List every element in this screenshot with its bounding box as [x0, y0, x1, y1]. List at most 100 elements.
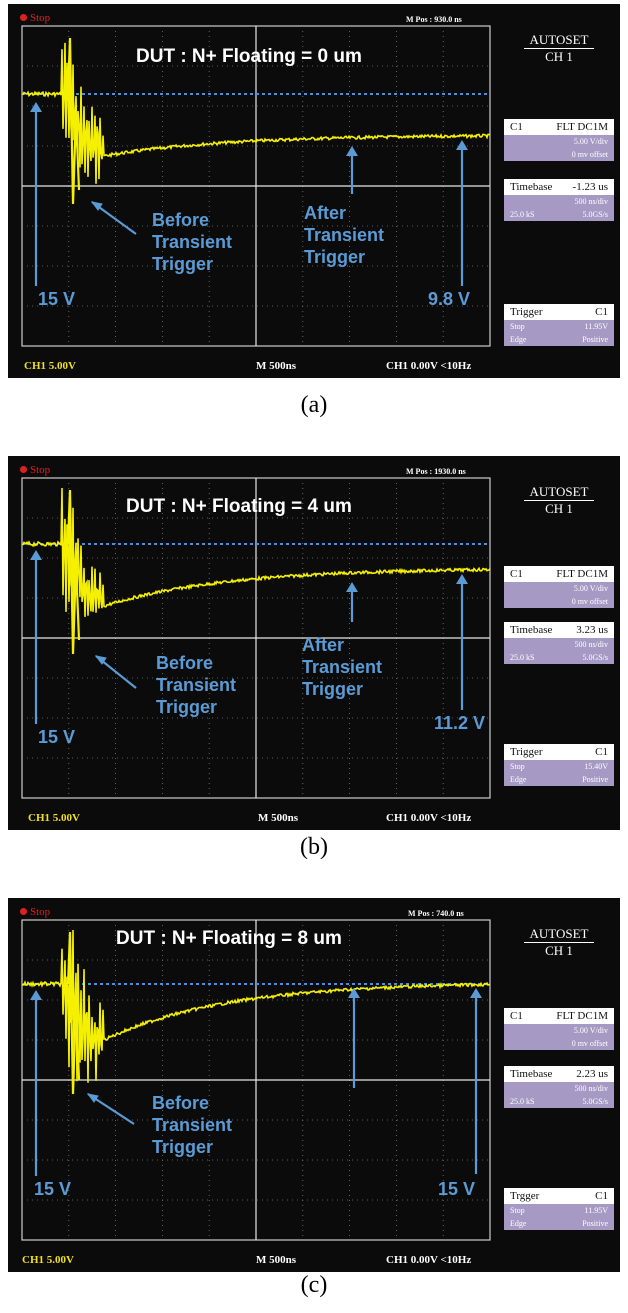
ch-vdiv: 5.00 V/div — [573, 1026, 608, 1035]
label-after-trigger: After Transient Trigger — [304, 203, 385, 267]
trigger-slope: Positive — [582, 775, 608, 784]
time-scale: M 500ns — [256, 360, 297, 372]
panel-title: DUT : N+ Floating = 4 um — [126, 496, 352, 517]
trigger-type: Edge — [510, 335, 527, 344]
label-start-voltage: 15 V — [38, 727, 76, 747]
arrow-head-icon — [30, 550, 42, 560]
channel-label: CH 1 — [545, 49, 573, 64]
label-after-trigger: After Transient Trigger — [302, 635, 383, 699]
stop-status: Stop — [20, 906, 50, 918]
panel-title: DUT : N+ Floating = 8 um — [116, 928, 342, 949]
time-scale: M 500ns — [256, 1254, 297, 1266]
ch-offset: 0 mv offset — [571, 597, 608, 606]
trigger-type: Edge — [510, 1219, 527, 1228]
trigger-box[interactable]: Trigger C1 Stop 15.40V Edge Positive — [504, 744, 614, 786]
timebase-samples: 25.0 kS — [510, 1097, 535, 1106]
autoset-label: AUTOSET — [523, 926, 595, 943]
ch1-scale: CH1 5.00V — [28, 812, 80, 824]
stop-indicator-icon — [20, 466, 27, 473]
timebase-value: 2.23 us — [576, 1068, 608, 1080]
transient-spike — [66, 37, 81, 205]
transient-spike — [66, 489, 81, 655]
status-text: Stop — [30, 906, 51, 918]
ch-name: C1 — [510, 1010, 523, 1022]
trigger-slope: Positive — [582, 335, 608, 344]
ch-mode: FLT DC1M — [556, 1010, 608, 1022]
channel-box[interactable]: C1 FLT DC1M 5.00 V/div 0 mv offset — [504, 1008, 614, 1050]
trigger-src: C1 — [595, 746, 608, 758]
arrow-head-icon — [86, 1093, 99, 1103]
m-pos-readout: M Pos : 1930.0 ns — [406, 467, 466, 476]
label-before-trigger: Before Transient Trigger — [152, 1093, 233, 1157]
timebase-rate: 5.0GS/s — [582, 1097, 608, 1106]
arrow-head-icon — [346, 582, 358, 592]
ch-name: C1 — [510, 568, 523, 580]
trigger-label: Trgger — [510, 1190, 540, 1202]
caption-c: (c) — [300, 1272, 328, 1298]
autoset-label: AUTOSET — [523, 484, 595, 501]
label-start-voltage: 15 V — [38, 289, 76, 309]
trigger-readout: CH1 0.00V <10Hz — [386, 1254, 472, 1266]
arrow-head-icon — [30, 990, 42, 1000]
timebase-rate: 5.0GS/s — [582, 210, 608, 219]
timebase-value: -1.23 us — [572, 181, 608, 193]
arrow-head-icon — [94, 655, 107, 665]
trigger-level: 11.95V — [584, 322, 608, 331]
trigger-label: Trigger — [510, 746, 543, 758]
ch-mode: FLT DC1M — [556, 121, 608, 133]
arrow-head-icon — [348, 988, 360, 998]
trigger-src: C1 — [595, 306, 608, 318]
transient-spike — [66, 931, 81, 1095]
ch-vdiv: 5.00 V/div — [573, 137, 608, 146]
stop-status: Stop — [20, 464, 50, 476]
ch-mode: FLT DC1M — [556, 568, 608, 580]
scope-svg-c — [21, 919, 491, 1241]
waveform-trace — [21, 487, 491, 617]
trigger-readout: CH1 0.00V <10Hz — [386, 360, 472, 372]
scope-svg-b — [21, 477, 491, 799]
trigger-level: 15.40V — [584, 762, 608, 771]
trigger-state: Stop — [510, 1206, 525, 1215]
label-before-trigger: Before Transient Trigger — [156, 653, 237, 717]
scope-panel-a: Stop M Pos : 930.0 ns DUT : N+ Floating … — [8, 4, 620, 378]
scope-panel-c: Stop M Pos : 740.0 ns DUT : N+ Floating … — [8, 898, 620, 1272]
timebase-div: 500 ns/div — [574, 1084, 608, 1093]
ch-offset: 0 mv offset — [571, 1039, 608, 1048]
timebase-rate: 5.0GS/s — [582, 653, 608, 662]
timebase-samples: 25.0 kS — [510, 653, 535, 662]
ch-name: C1 — [510, 121, 523, 133]
caption-b: (b) — [300, 834, 328, 860]
trigger-level: 11.95V — [584, 1206, 608, 1215]
stop-indicator-icon — [20, 908, 27, 915]
trigger-type: Edge — [510, 775, 527, 784]
ch-offset: 0 mv offset — [571, 150, 608, 159]
channel-label: CH 1 — [545, 943, 573, 958]
status-text: Stop — [30, 464, 51, 476]
channel-box[interactable]: C1 FLT DC1M 5.00 V/div 0 mv offset — [504, 119, 614, 161]
label-end-voltage: 15 V — [438, 1179, 476, 1199]
stop-indicator-icon — [20, 14, 27, 21]
time-scale: M 500ns — [258, 812, 299, 824]
arrow-head-icon — [456, 574, 468, 584]
trigger-state: Stop — [510, 762, 525, 771]
timebase-value: 3.23 us — [576, 624, 608, 636]
arrow-head-icon — [90, 201, 103, 211]
trigger-label: Trigger — [510, 306, 543, 318]
m-pos-readout: M Pos : 740.0 ns — [408, 909, 464, 918]
timebase-label: Timebase — [510, 181, 553, 193]
autoset-label: AUTOSET — [523, 32, 595, 49]
stop-status: Stop — [20, 12, 50, 24]
m-pos-readout: M Pos : 930.0 ns — [406, 15, 462, 24]
waveform-trace — [21, 929, 491, 1083]
timebase-div: 500 ns/div — [574, 640, 608, 649]
timebase-div: 500 ns/div — [574, 197, 608, 206]
